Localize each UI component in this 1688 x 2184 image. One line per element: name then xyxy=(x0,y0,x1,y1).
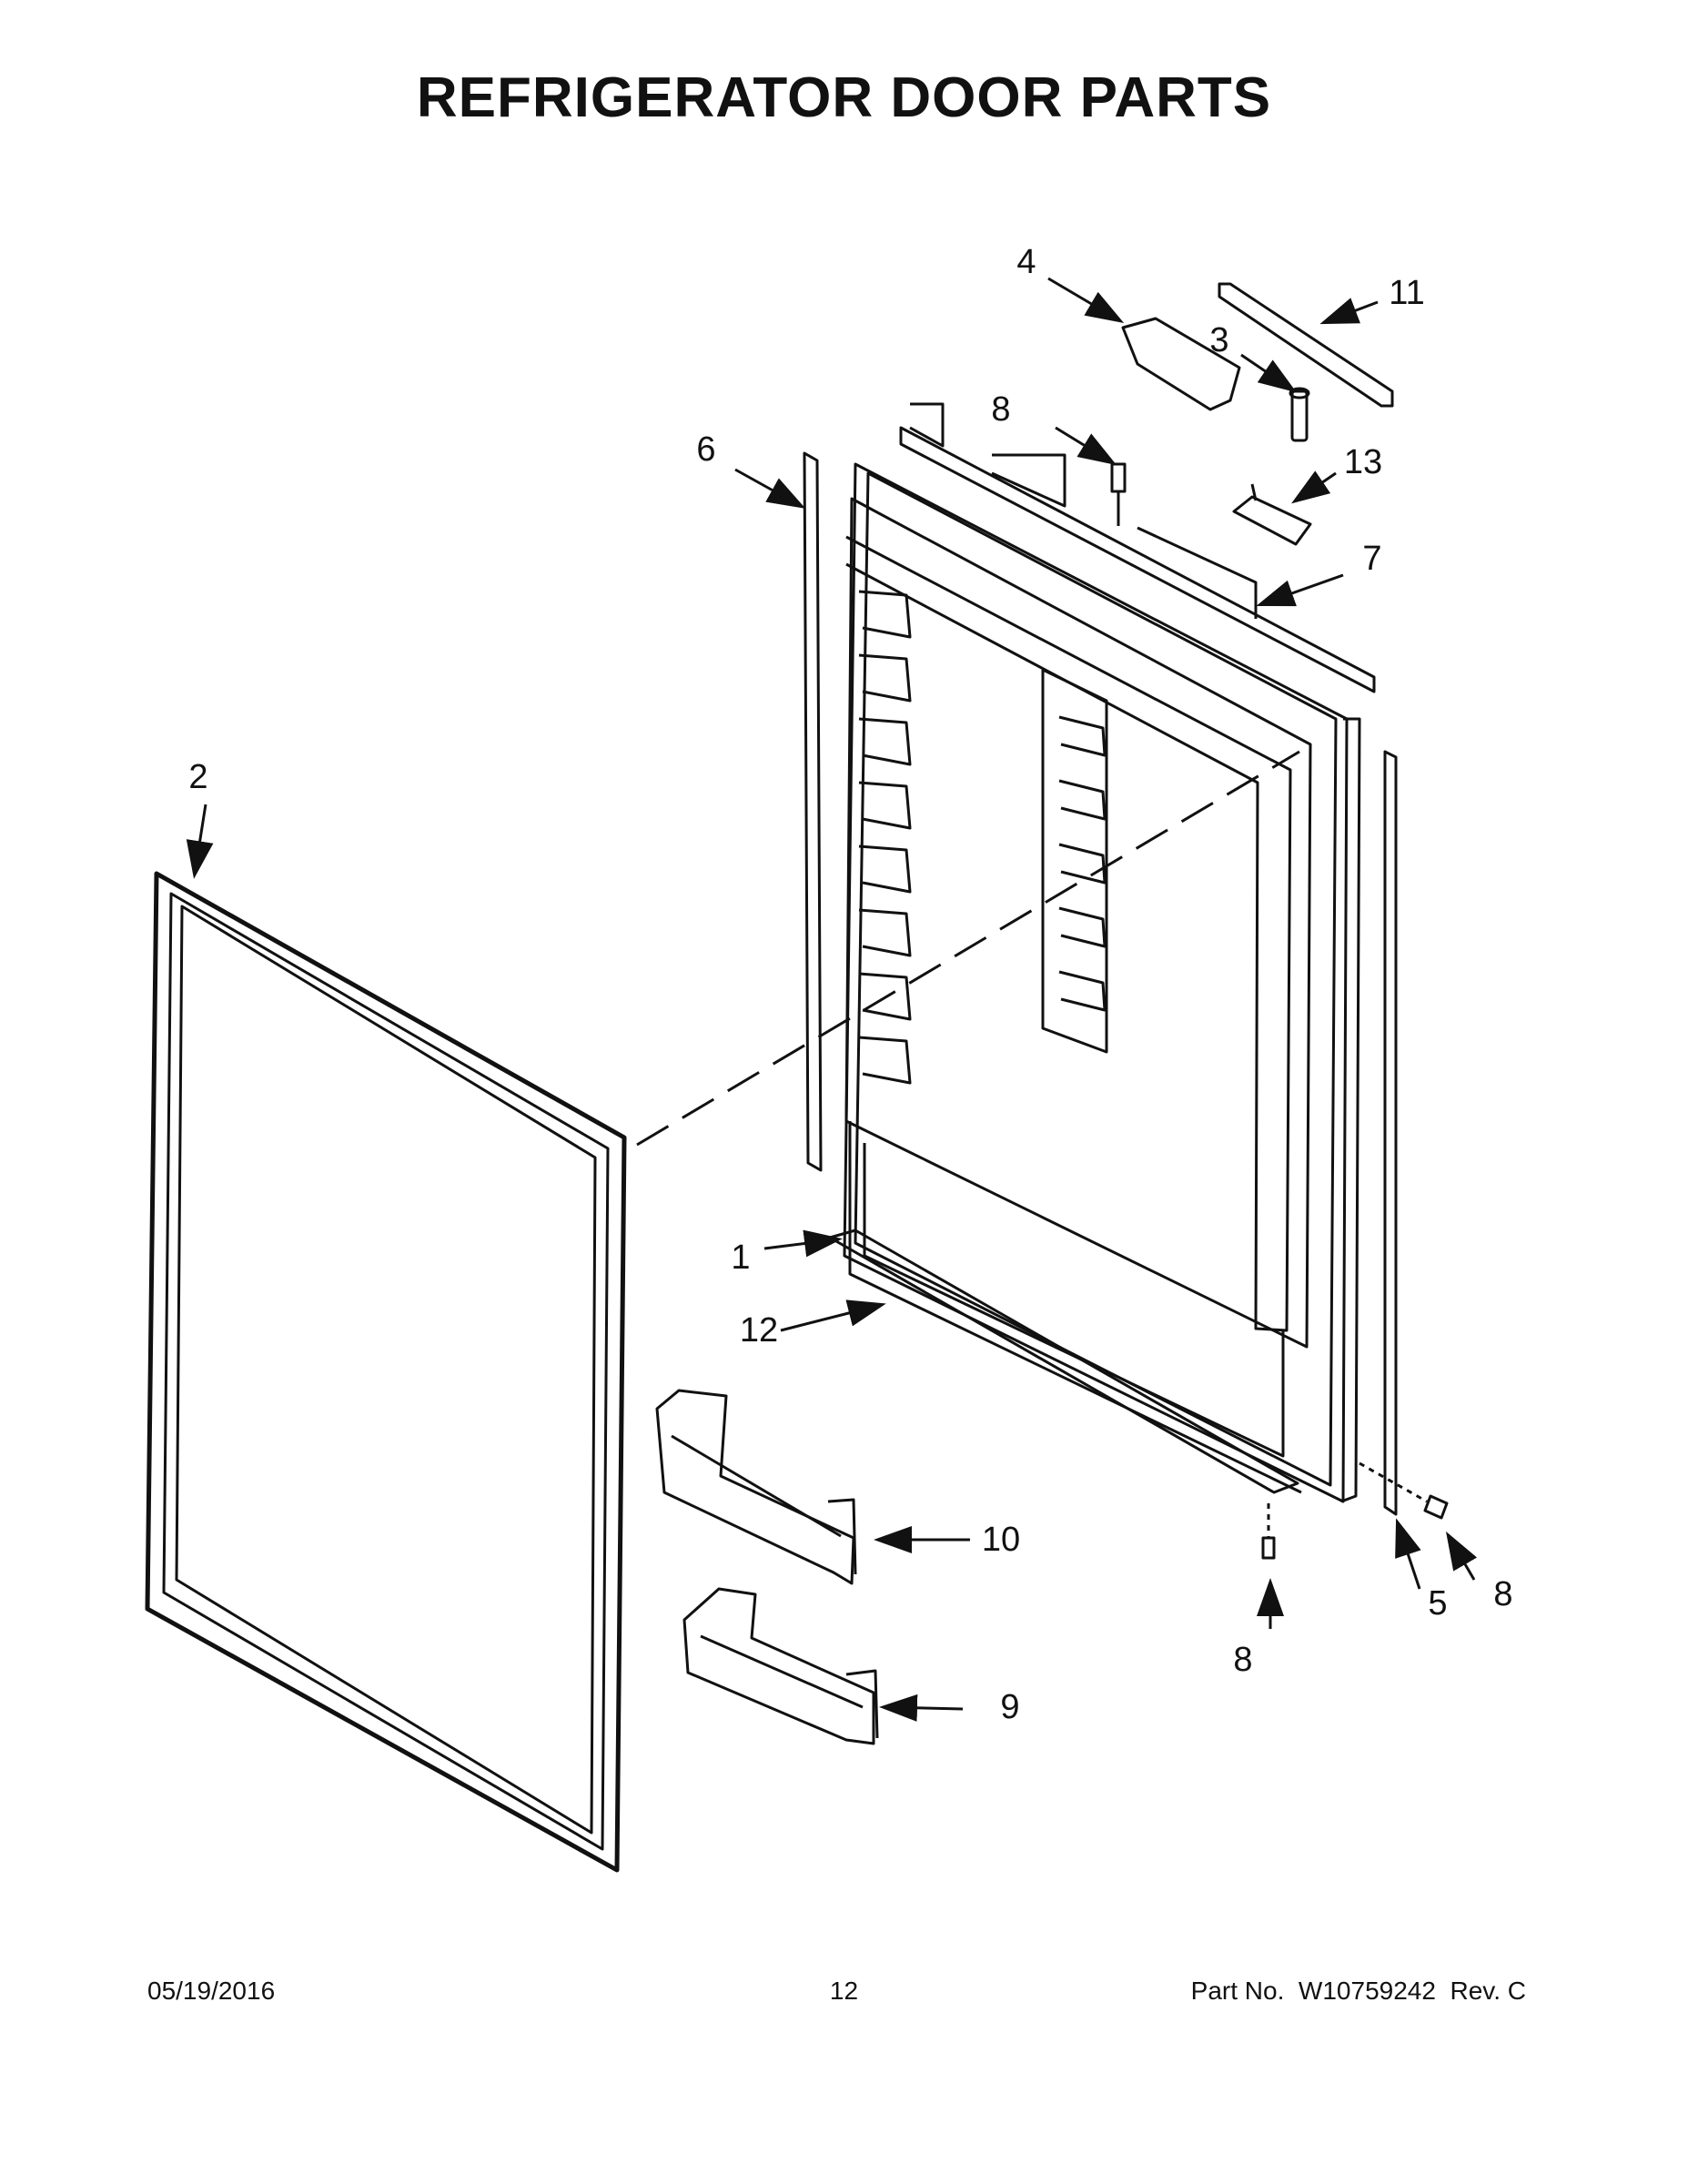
bottom-trim-part xyxy=(828,1228,1299,1494)
callout-1: 1 xyxy=(731,1239,750,1277)
right-shelf-supports xyxy=(1041,668,1108,1054)
page-title: REFRIGERATOR DOOR PARTS xyxy=(416,66,1272,129)
screw-top-part xyxy=(1110,462,1127,526)
callout-6: 6 xyxy=(696,430,715,469)
callout-7: 7 xyxy=(1362,540,1381,578)
alignment-dash-line xyxy=(636,750,1300,1147)
door-gasket-part xyxy=(145,871,627,1873)
callout-8-right: 8 xyxy=(1493,1575,1512,1613)
door-liner-part xyxy=(843,462,1361,1503)
screw-right-part xyxy=(1359,1461,1449,1520)
callout-13: 13 xyxy=(1344,443,1382,481)
hinge-rail-part xyxy=(1218,282,1394,408)
bracket-part xyxy=(1232,483,1312,546)
top-trim-part xyxy=(899,402,1376,693)
footer-part-info: Part No. W10759242 Rev. C xyxy=(1191,1977,1526,2006)
callout-4: 4 xyxy=(1016,243,1036,281)
hinge-pin-part xyxy=(1289,387,1310,442)
footer-date: 05/19/2016 xyxy=(147,1977,276,2005)
part-label: Part No. xyxy=(1190,1977,1285,2005)
screw-bottom-part xyxy=(1261,1503,1276,1560)
callout-9: 9 xyxy=(1000,1688,1019,1726)
footer-page-number: 12 xyxy=(829,1977,859,2005)
hinge-cover-part xyxy=(1121,317,1241,411)
callout-5: 5 xyxy=(1428,1584,1447,1623)
callout-11: 11 xyxy=(1389,274,1424,312)
door-bin-lower-part xyxy=(682,1587,879,1745)
left-shelf-supports xyxy=(858,590,912,1085)
callout-10: 10 xyxy=(982,1521,1020,1559)
right-trim-strip-part xyxy=(1383,750,1398,1516)
revision: Rev. C xyxy=(1450,1977,1527,2005)
callout-8-bottom: 8 xyxy=(1233,1641,1252,1679)
door-bin-upper-part xyxy=(655,1389,857,1585)
part-number: W10759242 xyxy=(1298,1977,1436,2005)
callout-12: 12 xyxy=(740,1311,778,1350)
callout-8-top: 8 xyxy=(991,390,1010,429)
left-trim-strip-part xyxy=(803,451,823,1172)
callout-2: 2 xyxy=(188,758,207,796)
callout-3: 3 xyxy=(1209,321,1228,359)
